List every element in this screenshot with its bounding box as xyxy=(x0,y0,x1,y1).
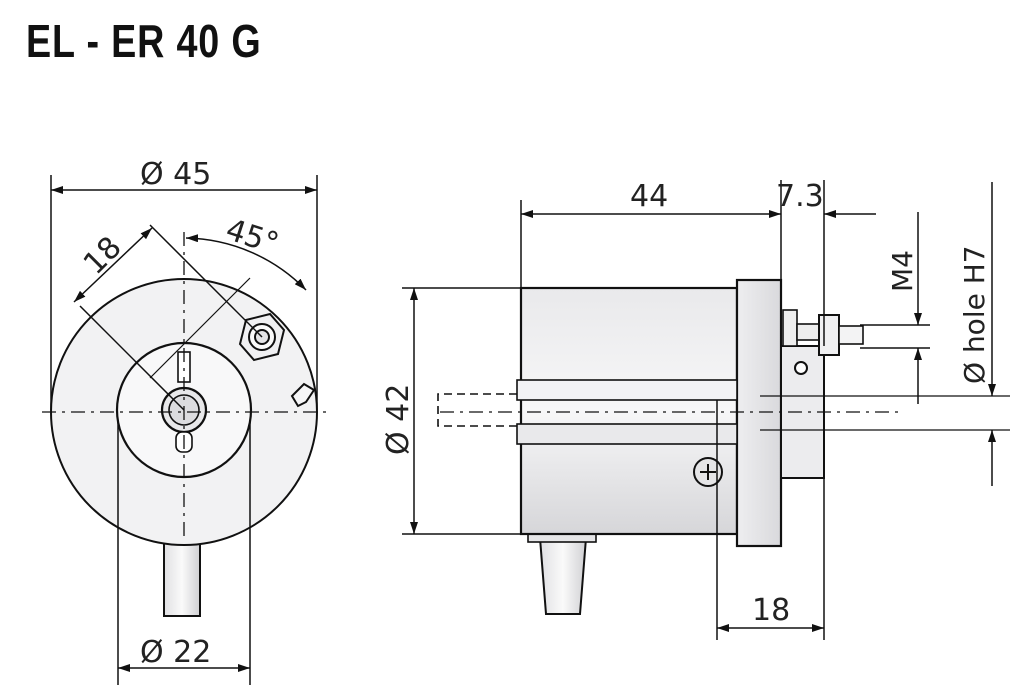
side-view xyxy=(437,278,1010,615)
dim-dia-42: Ø 42 xyxy=(381,384,416,455)
side-nut xyxy=(818,314,840,356)
front-tab xyxy=(290,382,316,408)
side-body xyxy=(519,286,739,536)
dim-dia-45: Ø 45 xyxy=(140,157,211,192)
side-labels: 44 7.3 Ø 42 18 M4 Ø hole H7 xyxy=(381,179,991,628)
dim-7-3: 7.3 xyxy=(776,179,824,214)
dim-dia-22: Ø 22 xyxy=(140,635,211,670)
page-title: EL - ER 40 G xyxy=(26,15,262,67)
side-dimensions xyxy=(402,180,996,640)
dim-18-diagonal: 18 xyxy=(77,230,129,282)
dim-angle-45: 45° xyxy=(222,212,283,262)
front-dimensions xyxy=(50,175,318,685)
dim-hole-h7: Ø hole H7 xyxy=(958,245,991,384)
dim-44: 44 xyxy=(630,179,668,214)
side-cable xyxy=(538,537,588,615)
front-cable xyxy=(163,535,201,617)
dim-18-side: 18 xyxy=(752,593,790,628)
dim-thread-m4: M4 xyxy=(886,250,919,292)
front-view xyxy=(42,232,328,617)
side-flange xyxy=(735,278,783,548)
